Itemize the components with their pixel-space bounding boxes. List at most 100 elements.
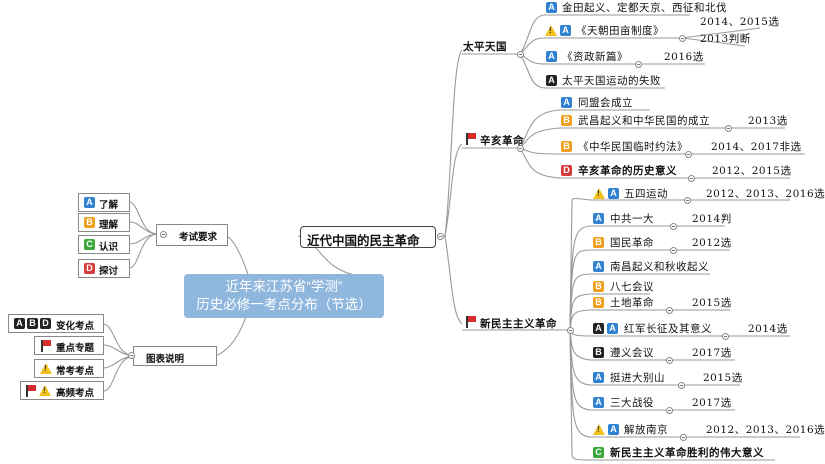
badge-a-icon: A xyxy=(546,51,557,62)
exam-item-label: 了解 xyxy=(99,200,119,211)
exam-item-d[interactable]: D 探讨 xyxy=(78,259,130,278)
collapse-knob[interactable] xyxy=(666,307,673,314)
badge-a-icon: A xyxy=(593,323,604,334)
collapse-knob-main[interactable] xyxy=(437,233,444,240)
xinmin-item-label[interactable]: 遵义会议 xyxy=(610,347,654,359)
badge-a-icon: A xyxy=(608,188,619,199)
collapse-knob[interactable] xyxy=(680,434,687,441)
collapse-knob-exam[interactable] xyxy=(160,231,167,238)
xinmin-item-label[interactable]: 红军长征及其意义 xyxy=(624,323,712,335)
exam-requirements-node[interactable]: 考试要求 xyxy=(156,224,228,246)
xinhai-item-label[interactable]: 同盟会成立 xyxy=(578,97,633,109)
xinmin-item-label[interactable]: 新民主主义革命胜利的伟大意义 xyxy=(610,447,764,459)
collapse-knob[interactable] xyxy=(685,151,692,158)
warning-icon xyxy=(40,363,52,374)
xinmin-item-note: 2015选 xyxy=(692,297,732,309)
xinmin-item-label[interactable]: 国民革命 xyxy=(610,237,654,249)
collapse-knob[interactable] xyxy=(678,382,685,389)
red-flag-icon xyxy=(41,340,51,352)
collapse-knob[interactable] xyxy=(670,223,677,230)
xinmin-item-label[interactable]: 南昌起义和秋收起义 xyxy=(610,261,709,273)
collapse-knob-xinhai[interactable] xyxy=(517,145,524,152)
taiping-item-label[interactable]: 《天朝田亩制度》 xyxy=(576,25,664,37)
legend-item-label: 变化考点 xyxy=(56,321,95,332)
central-topic-line2: 历史必修一考点分布（节选） xyxy=(196,297,372,312)
badge-b-icon: B xyxy=(561,141,572,152)
xinmin-item-note: 2012、2013、2016选 xyxy=(706,424,825,436)
xinmin-item-label[interactable]: 挺进大别山 xyxy=(610,372,665,384)
collapse-knob[interactable] xyxy=(688,175,695,182)
legend-item-changed[interactable]: A B D 变化考点 xyxy=(8,314,104,333)
badge-b-icon: B xyxy=(84,217,95,228)
badge-c-icon: C xyxy=(84,239,95,250)
badge-b-icon: B xyxy=(593,281,604,292)
taiping-item-label[interactable]: 金田起义、定都天京、西征和北伐 xyxy=(562,2,727,14)
xinmin-item-note: 2017选 xyxy=(692,347,732,359)
central-topic[interactable]: 近年来江苏省“学测” 历史必修一考点分布（节选） xyxy=(184,274,384,318)
branch-taiping-title[interactable]: 太平天国 xyxy=(463,41,507,53)
xinmin-item-label[interactable]: 中共一大 xyxy=(610,213,654,225)
taiping-item-label[interactable]: 太平天国运动的失败 xyxy=(562,75,661,87)
collapse-knob-taiping[interactable] xyxy=(517,51,524,58)
xinhai-item-label[interactable]: 武昌起义和中华民国的成立 xyxy=(578,115,710,127)
badge-b-icon: B xyxy=(593,237,604,248)
legend-item-key[interactable]: 重点专题 xyxy=(34,336,104,355)
legend-item-frequent[interactable]: 常考考点 xyxy=(34,359,104,378)
badge-d-icon: D xyxy=(561,165,572,176)
xinhai-item-note: 2013选 xyxy=(748,115,788,127)
red-flag-icon xyxy=(466,133,476,145)
badge-a-icon: A xyxy=(546,2,557,13)
red-flag-icon xyxy=(466,316,476,328)
taiping-item-note: 2014、2015选 xyxy=(700,16,780,28)
exam-item-label: 探讨 xyxy=(99,266,119,277)
collapse-knob[interactable] xyxy=(666,407,673,414)
badge-b-icon: B xyxy=(27,318,38,329)
collapse-knob-legend[interactable] xyxy=(128,352,135,359)
badge-a-icon: A xyxy=(607,323,618,334)
taiping-item-label[interactable]: 《资政新篇》 xyxy=(562,51,628,63)
xinmin-item-note: 2012选 xyxy=(692,237,732,249)
badge-a-icon: A xyxy=(593,261,604,272)
legend-title: 图表说明 xyxy=(146,354,185,365)
collapse-knob[interactable] xyxy=(666,357,673,364)
exam-item-a[interactable]: A 了解 xyxy=(78,193,130,212)
exam-item-label: 理解 xyxy=(99,220,119,231)
legend-item-label: 常考考点 xyxy=(56,366,95,377)
xinmin-item-note: 2014选 xyxy=(748,323,788,335)
xinmin-item-note: 2017选 xyxy=(692,397,732,409)
main-topic[interactable]: 近代中国的民主革命 xyxy=(300,226,436,248)
xinmin-item-note: 2014判 xyxy=(692,213,732,225)
exam-item-b[interactable]: B 理解 xyxy=(78,213,130,232)
legend-item-high-frequency[interactable]: 高频考点 xyxy=(20,381,104,400)
collapse-knob[interactable] xyxy=(725,125,732,132)
xinmin-item-note: 2012、2013、2016选 xyxy=(706,188,825,200)
xinmin-item-label[interactable]: 三大战役 xyxy=(610,397,654,409)
badge-b-icon: B xyxy=(593,347,604,358)
xinhai-item-label[interactable]: 《中华民国临时约法》 xyxy=(578,141,688,153)
xinhai-item-label[interactable]: 辛亥革命的历史意义 xyxy=(578,165,677,177)
legend-item-label: 高频考点 xyxy=(56,388,95,399)
collapse-knob[interactable] xyxy=(684,197,691,204)
badge-a-icon: A xyxy=(14,318,25,329)
xinmin-item-label[interactable]: 五四运动 xyxy=(624,188,668,200)
legend-item-label: 重点专题 xyxy=(56,343,95,354)
taiping-item-note: 2013判断 xyxy=(700,33,751,45)
xinmin-item-label[interactable]: 土地革命 xyxy=(610,297,654,309)
badge-a-icon: A xyxy=(593,397,604,408)
badge-a-icon: A xyxy=(561,97,572,108)
xinmin-item-note: 2015选 xyxy=(703,372,743,384)
collapse-knob[interactable] xyxy=(679,35,686,42)
red-flag-icon xyxy=(26,385,36,397)
collapse-knob-xinmin[interactable] xyxy=(567,327,574,334)
collapse-knob[interactable] xyxy=(635,61,642,68)
warning-icon xyxy=(39,385,51,396)
branch-xinmin-title[interactable]: 新民主主义革命 xyxy=(480,318,557,330)
central-topic-line1: 近年来江苏省“学测” xyxy=(225,279,343,294)
collapse-knob[interactable] xyxy=(670,247,677,254)
xinmin-item-label[interactable]: 解放南京 xyxy=(624,424,668,436)
exam-item-c[interactable]: C 认识 xyxy=(78,235,130,254)
collapse-knob[interactable] xyxy=(722,333,729,340)
xinmin-item-label[interactable]: 八七会议 xyxy=(610,281,654,293)
branch-xinhai-title[interactable]: 辛亥革命 xyxy=(480,135,524,147)
legend-node[interactable]: 图表说明 xyxy=(133,346,217,366)
